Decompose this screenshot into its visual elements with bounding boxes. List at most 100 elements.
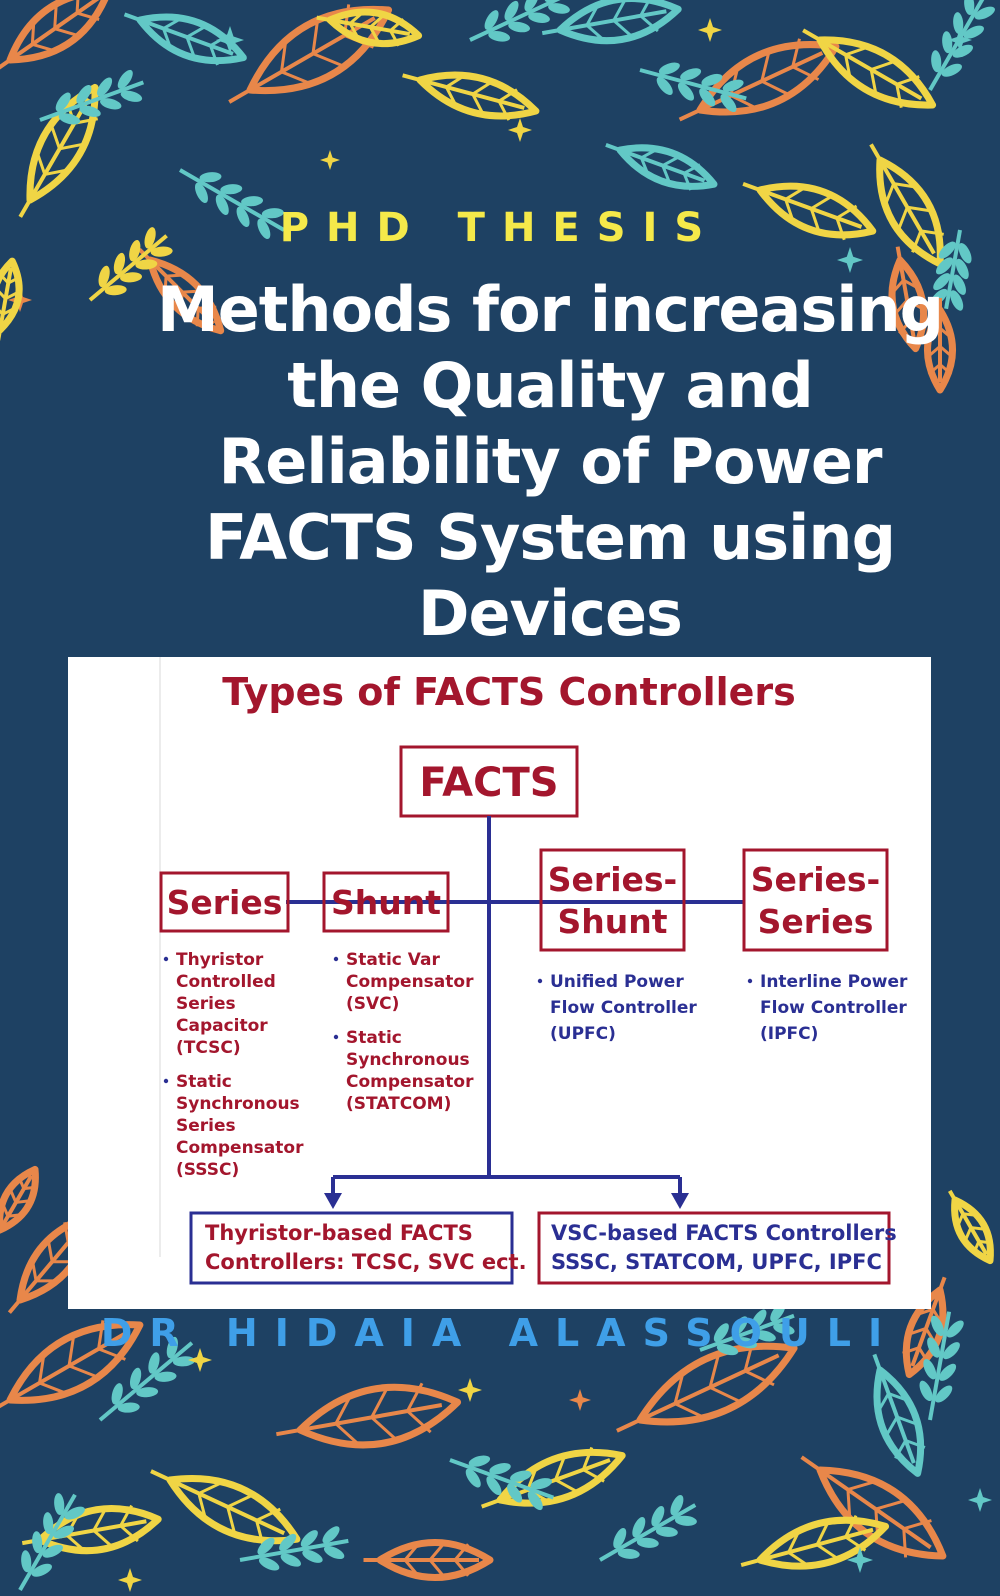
leaf-shape xyxy=(740,1514,890,1570)
root-label: FACTS xyxy=(419,760,558,806)
sprig-shape xyxy=(88,227,173,302)
category-label: Series xyxy=(167,883,283,922)
arrow-head-left xyxy=(324,1193,342,1209)
bullet-text: (IPFC) xyxy=(760,1024,818,1044)
leaf-shape xyxy=(0,0,112,72)
star-shape xyxy=(188,1348,212,1372)
title-line: Devices xyxy=(418,577,683,650)
star-shape xyxy=(847,1547,873,1573)
star-shape xyxy=(508,118,532,142)
title-line: Methods for increasing xyxy=(157,273,944,346)
category-label: Series- xyxy=(548,860,677,899)
leaf-shape xyxy=(948,1189,994,1265)
bullet-dot xyxy=(537,978,543,984)
sprig-shape xyxy=(98,1336,195,1422)
leaf-shape xyxy=(0,1165,39,1241)
bullet-text: Capacitor xyxy=(176,1016,268,1036)
leaf-shape xyxy=(276,1382,462,1449)
bullet-dot xyxy=(163,1078,169,1084)
category-label: Shunt xyxy=(331,883,441,922)
cover-kicker: PHD THESIS xyxy=(279,205,721,251)
bullet-text: (TCSC) xyxy=(176,1038,241,1058)
book-title: Methods for increasing the Quality and R… xyxy=(120,272,980,652)
title-line: Reliability of Power xyxy=(218,425,883,498)
bullet-text: Thyristor xyxy=(176,950,264,970)
sprig-shape xyxy=(239,1526,349,1571)
bullet-text: Series xyxy=(176,994,236,1014)
output-label: Thyristor-based FACTS xyxy=(205,1221,473,1245)
sprig-shape xyxy=(928,0,995,91)
bullet-text: Interline Power xyxy=(760,972,908,992)
bullet-text: (SSSC) xyxy=(176,1160,239,1180)
leaf-shape xyxy=(0,257,23,341)
output-box xyxy=(189,1211,514,1285)
star-shape xyxy=(320,150,340,170)
bullet-text: Synchronous xyxy=(176,1094,300,1114)
leaf-shape xyxy=(363,1539,494,1581)
leaf-shape xyxy=(228,4,393,104)
bullet-text: Compensator xyxy=(176,1138,304,1158)
bullet-text: Unified Power xyxy=(550,972,684,992)
leaf-shape xyxy=(924,298,956,394)
bullet-dot xyxy=(163,956,169,962)
author-name: DR HIDAIA ALASSOULI xyxy=(100,1311,900,1355)
leaf-shape xyxy=(541,0,682,45)
star-shape xyxy=(216,26,244,54)
bullet-text: Controlled xyxy=(176,972,276,992)
leaf-shape xyxy=(802,28,937,109)
category-box xyxy=(159,871,290,933)
leaf-shape xyxy=(0,1320,144,1413)
sprig-shape xyxy=(469,0,571,42)
category-box xyxy=(322,871,450,933)
output-label: VSC-based FACTS Controllers xyxy=(551,1221,897,1245)
bullet-text: Series xyxy=(176,1116,236,1136)
leaf-shape xyxy=(616,1339,798,1433)
sprig-shape xyxy=(449,1455,555,1511)
sprig-shape xyxy=(599,1495,697,1562)
bullet-text: Static xyxy=(346,1028,402,1048)
leaf-shape xyxy=(605,142,718,191)
bullet-dot xyxy=(333,956,339,962)
bullet-text: Static xyxy=(176,1072,232,1092)
title-line: the Quality and xyxy=(287,349,814,422)
leaf-shape xyxy=(800,1455,947,1560)
leaf-shape xyxy=(316,8,423,48)
star-shape xyxy=(837,247,863,273)
bullet-text: Flow Controller xyxy=(760,998,907,1018)
bullet-text: Compensator xyxy=(346,972,474,992)
diagram-heading: Types of FACTS Controllers xyxy=(222,670,796,714)
leaf-shape xyxy=(150,1469,301,1547)
title-line: FACTS System using xyxy=(205,501,896,574)
output-box xyxy=(537,1211,891,1285)
bullet-text: (UPFC) xyxy=(550,1024,616,1044)
bullet-text: Static Var xyxy=(346,950,440,970)
bullet-text: Synchronous xyxy=(346,1050,470,1070)
bullet-dot xyxy=(333,1034,339,1040)
star-shape xyxy=(698,18,722,42)
star-shape xyxy=(968,1488,992,1512)
output-label: SSSC, STATCOM, UPFC, IPFC xyxy=(551,1250,882,1274)
category-label: Series- xyxy=(751,860,880,899)
leaf-shape xyxy=(742,181,877,241)
star-shape xyxy=(948,28,972,52)
leaf-shape xyxy=(402,71,540,121)
leaf-shape xyxy=(872,1353,926,1477)
bullet-dot xyxy=(747,978,753,984)
star-shape xyxy=(118,1568,142,1592)
star-shape xyxy=(458,1378,482,1402)
category-box xyxy=(742,848,889,952)
star-shape xyxy=(569,1389,591,1411)
bullet-text: Compensator xyxy=(346,1072,474,1092)
bullet-text: (SVC) xyxy=(346,994,399,1014)
sprig-shape xyxy=(639,62,747,113)
sprig-shape xyxy=(919,1311,964,1421)
output-label: Controllers: TCSC, SVC ect. xyxy=(205,1250,527,1274)
category-label: Shunt xyxy=(557,902,667,941)
category-label: Series xyxy=(758,902,874,941)
sprig-shape xyxy=(930,229,972,311)
leaf-shape xyxy=(888,246,928,353)
sprig-shape xyxy=(179,168,285,239)
sprig-shape xyxy=(39,69,145,125)
